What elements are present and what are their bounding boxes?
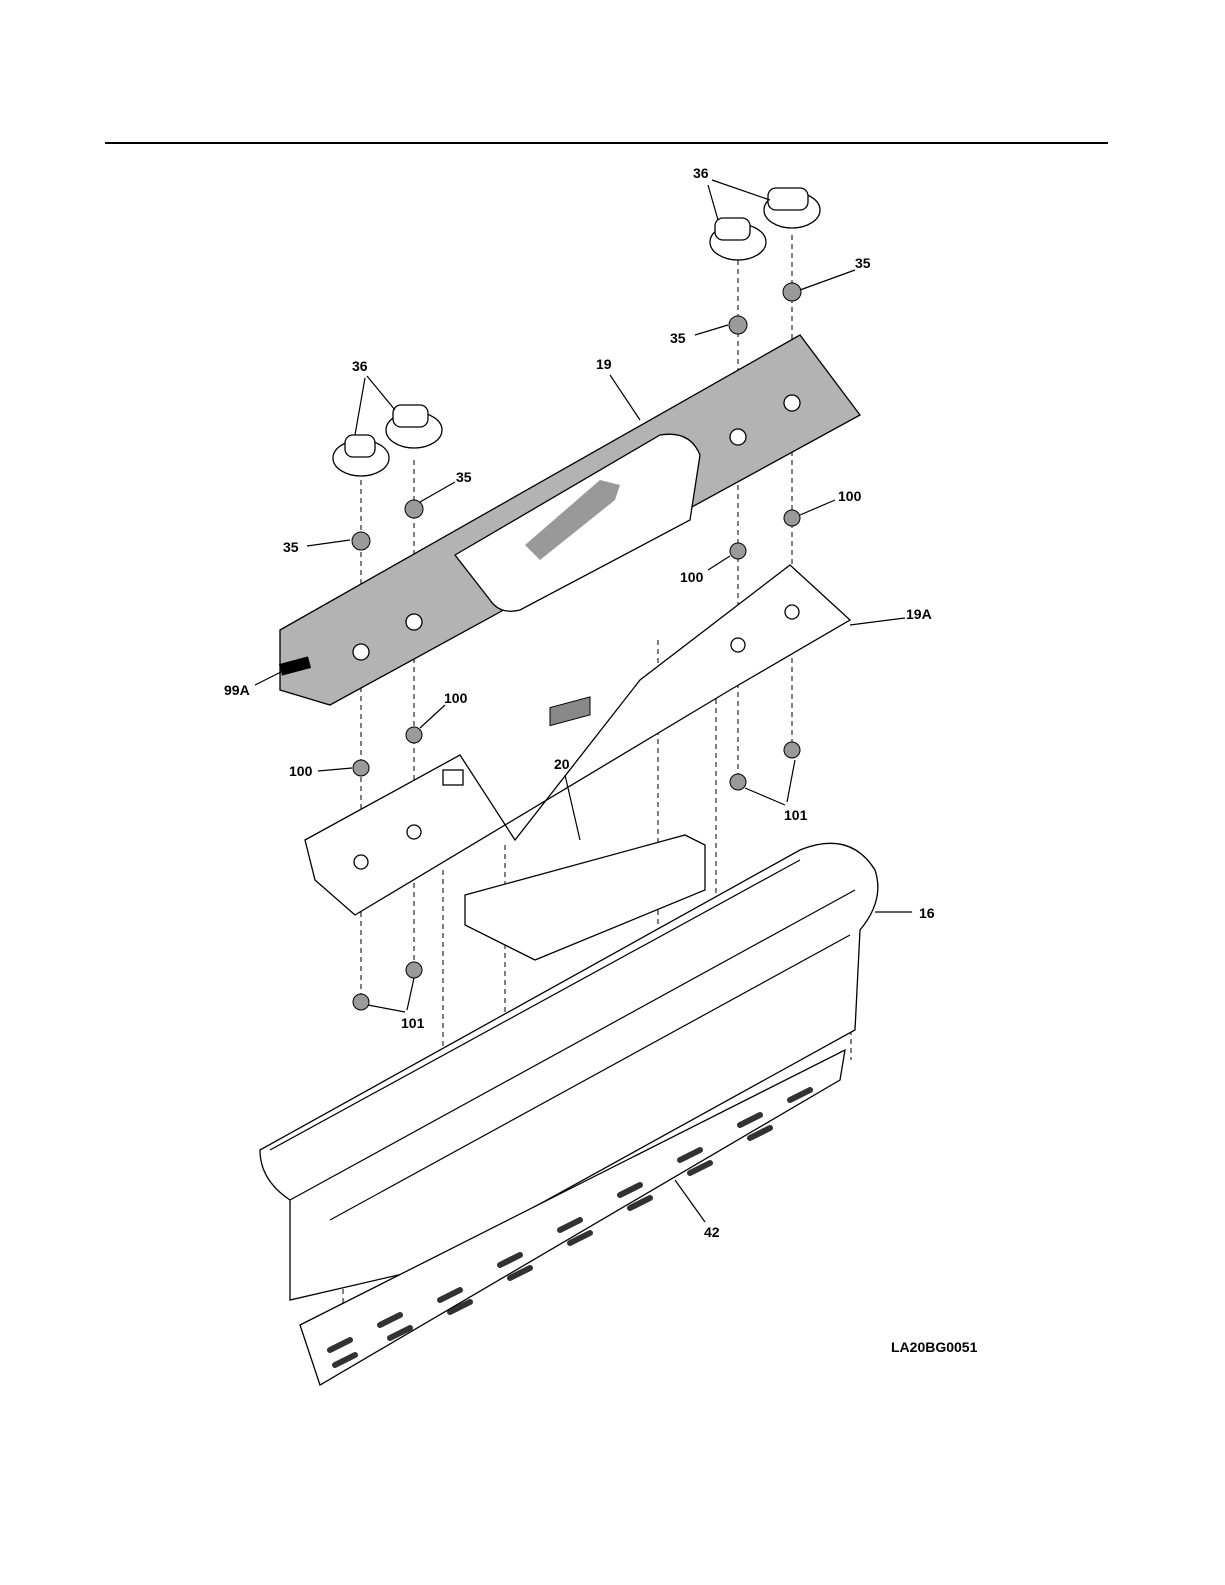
callout-42: 42: [704, 1224, 720, 1240]
callout-36-right: 36: [693, 165, 709, 181]
callout-36-left: 36: [352, 358, 368, 374]
header-rule: [105, 142, 1108, 144]
overlay-99A: [278, 656, 312, 676]
callout-100-left-a: 100: [444, 690, 468, 706]
control-panel-19: [278, 334, 861, 706]
callout-16: 16: [919, 905, 935, 921]
callout-100-right-b: 100: [680, 569, 704, 585]
callout-100-right-a: 100: [838, 488, 862, 504]
callout-19: 19: [596, 356, 612, 372]
callout-100-left-b: 100: [289, 763, 313, 779]
nuts: [351, 282, 802, 1011]
control-panel-bracket-19A: [304, 564, 852, 916]
leader-lines: [254, 179, 912, 1223]
backguard-trim-16: [259, 842, 879, 1301]
callout-99A: 99A: [224, 682, 250, 698]
callout-101-right: 101: [784, 807, 808, 823]
callout-101-left: 101: [401, 1015, 425, 1031]
vent-panel-42: [299, 1048, 846, 1386]
callout-35-left-top: 35: [456, 469, 472, 485]
callout-19A: 19A: [906, 606, 932, 622]
knobs-36: [332, 187, 821, 477]
callout-35-left-mid: 35: [283, 539, 299, 555]
diagram-id: LA20BG0051: [891, 1339, 978, 1355]
callout-35-right-top: 35: [855, 255, 871, 271]
callout-20: 20: [554, 756, 570, 772]
callout-35-right-mid: 35: [670, 330, 686, 346]
control-board-20: [464, 696, 706, 961]
